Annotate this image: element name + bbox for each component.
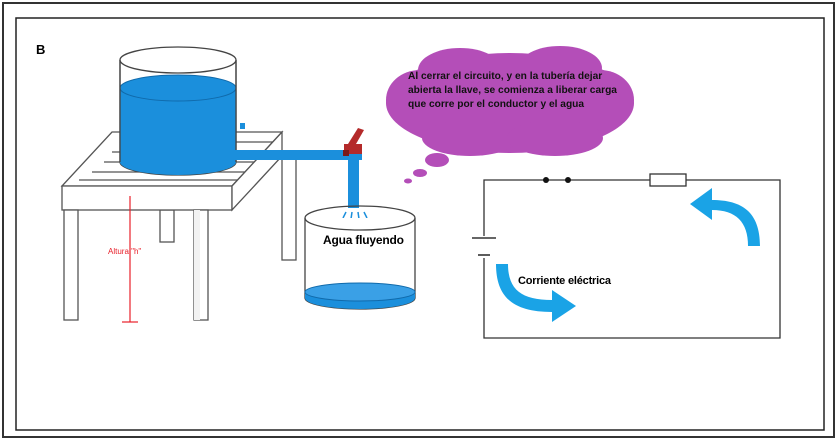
upper-tank (119, 46, 237, 176)
circuit (472, 173, 781, 339)
current-arrow-lower (496, 264, 576, 322)
switch-contact-left (543, 177, 549, 183)
height-label: Altura "h" (108, 247, 142, 256)
switch-contact-right (565, 177, 571, 183)
current-arrow-upper (690, 188, 760, 246)
water-flowing-label: Agua fluyendo (323, 233, 404, 247)
speech-bubble (386, 46, 634, 184)
inner-border (15, 17, 825, 431)
pipe (234, 123, 362, 208)
valve-icon (343, 128, 364, 156)
panel-label: B (36, 42, 46, 57)
electric-current-label: Corriente eléctrica (518, 275, 611, 287)
lower-bucket (304, 205, 416, 310)
speech-bubble-text: Al cerrar el circuito, y en la tubería d… (408, 71, 617, 110)
water-drops (342, 211, 368, 220)
height-marker (122, 196, 138, 323)
